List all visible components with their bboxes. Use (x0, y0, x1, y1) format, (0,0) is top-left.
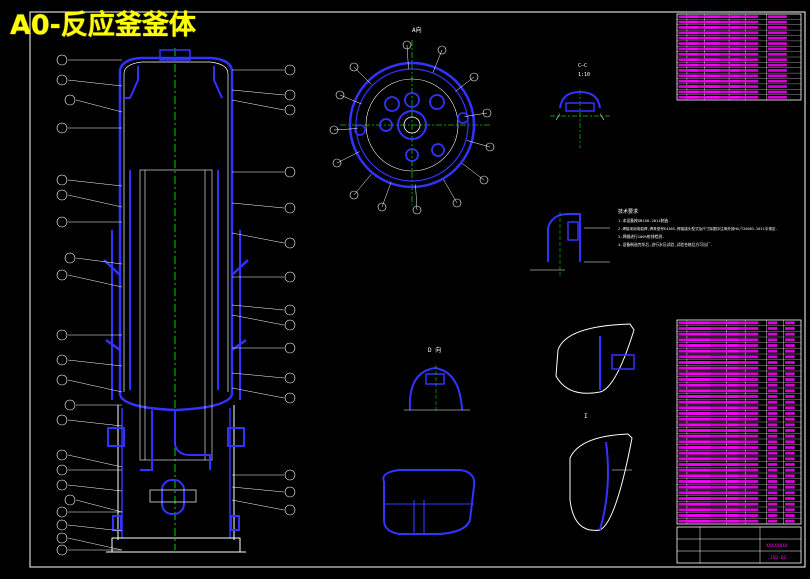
detail-pad (382, 469, 476, 535)
detail-d: D 向 (404, 346, 470, 412)
sheet-number: JSQ-01 (770, 555, 787, 561)
top-view-a: A向 (340, 26, 490, 205)
note-line-4: 4.设备制造完毕后,进行水压试验,试验合格后方可出厂. (618, 242, 713, 247)
vessel-elevation (103, 48, 249, 553)
top-view-label: A向 (412, 26, 422, 34)
note-line-3: 3.焊缝进行100%射线检测. (618, 234, 664, 239)
detail-ear (555, 323, 635, 394)
parts-tables (676, 13, 802, 525)
note-line-1: 1.本设备按GB150-2011制造. (618, 218, 671, 223)
part-balloons (56, 54, 296, 556)
drawing-border (29, 11, 806, 568)
detail-b (530, 212, 610, 276)
company-block: XXXXXXXX (766, 543, 788, 549)
section-c-c: C—C 1:10 (550, 63, 612, 148)
technical-notes: 技术要求 1.本设备按GB150-2011制造. 2.焊接采用电弧焊,焊条型号E… (618, 208, 778, 247)
top-view-balloons (329, 40, 495, 215)
note-line-2: 2.焊接采用电弧焊,焊条型号E4303,焊接接头型式及尺寸除图中注明外按HG/T… (618, 226, 778, 231)
detail-d-label: D 向 (428, 346, 441, 354)
notes-title: 技术要求 (618, 208, 638, 215)
title-block: XXXXXXXX JSQ-01 (676, 526, 802, 564)
section-c-label: C—C (578, 63, 587, 69)
detail-i-label: I (584, 413, 588, 420)
detail-i: I (569, 413, 633, 531)
section-c-scale: 1:10 (578, 72, 590, 78)
drawing-title: A0-反应釜釜体 (10, 10, 196, 41)
